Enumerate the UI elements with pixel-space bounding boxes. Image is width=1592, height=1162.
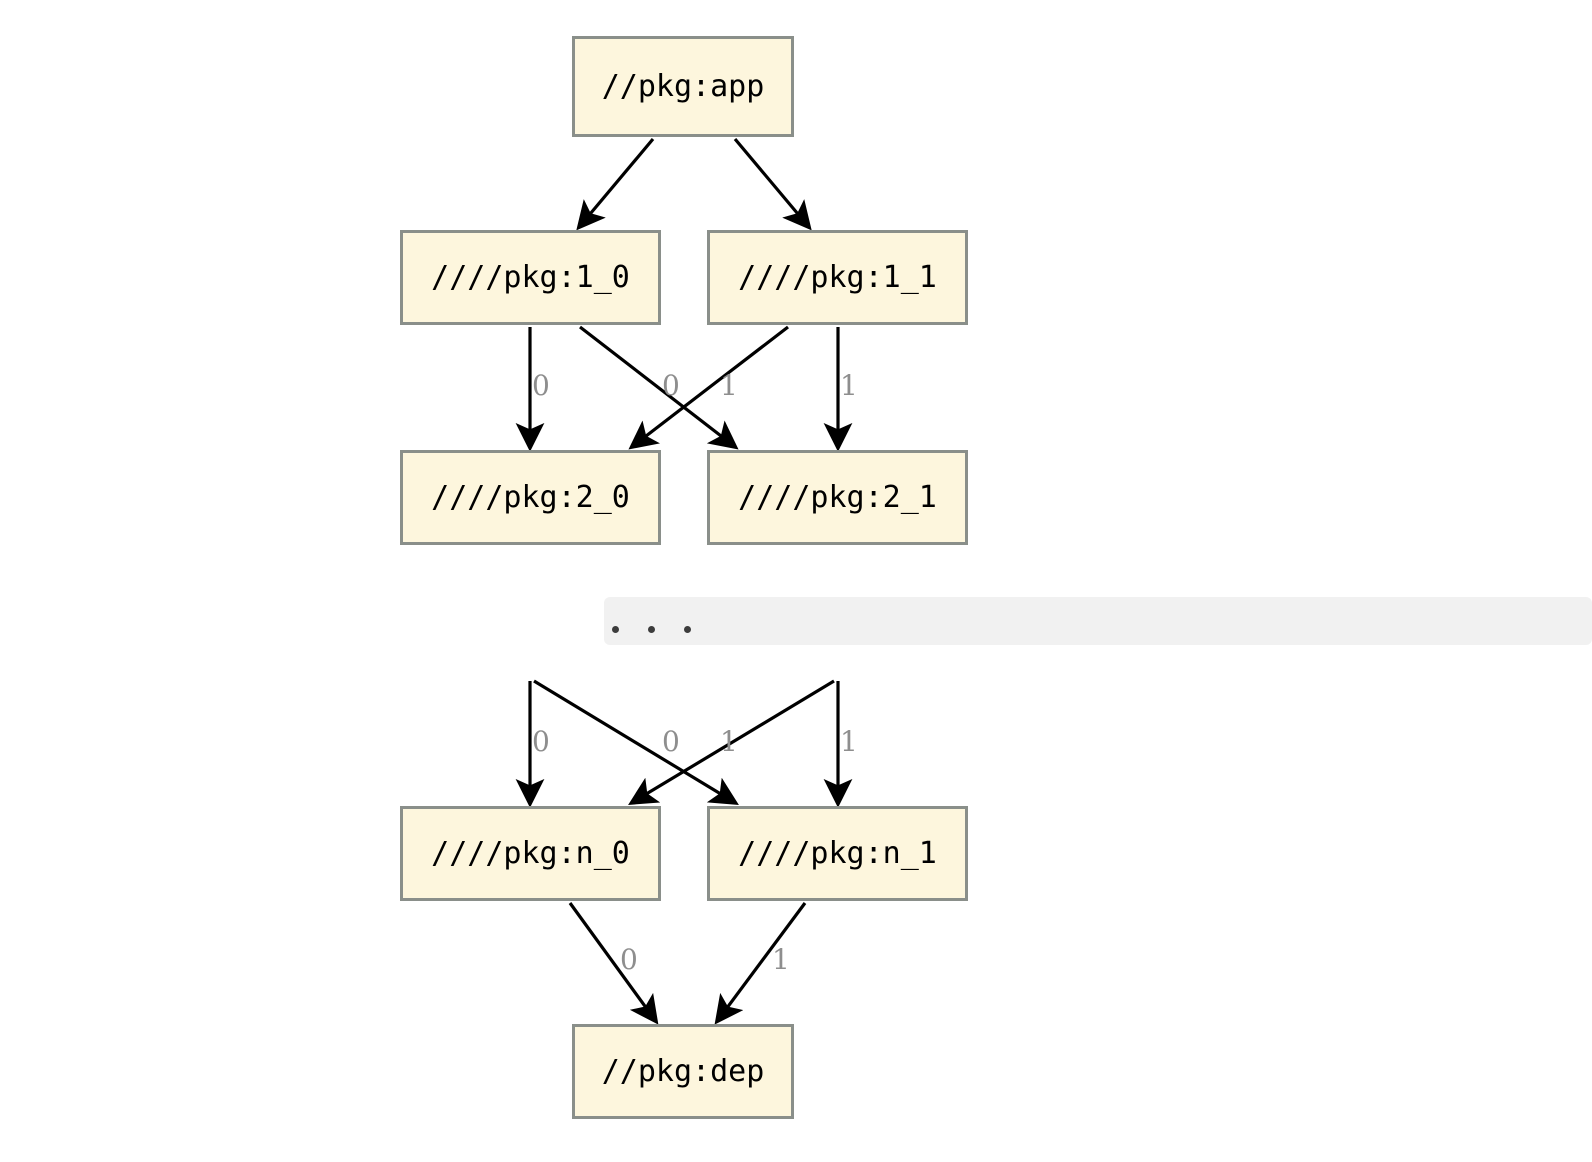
graph-node-label: ////pkg:n_1 — [738, 835, 937, 871]
graph-edge-label-hidden-to-n_0: 0 — [532, 725, 550, 758]
graph-node-label: ////pkg:1_0 — [431, 259, 630, 295]
graph-edge-app-to-1_1 — [733, 137, 812, 231]
graph-node-label: ////pkg:1_1 — [738, 259, 937, 295]
ellipsis-truncation-band — [604, 597, 1592, 645]
graph-node-l1_0[interactable]: ////pkg:1_0 — [400, 230, 661, 325]
graph-node-label: ////pkg:2_1 — [738, 479, 937, 515]
graph-node-dep[interactable]: //pkg:dep — [572, 1024, 794, 1119]
graph-edge-app-to-1_0 — [576, 137, 655, 231]
graph-edge-label-1_0-to-2_1: 0 — [662, 369, 680, 402]
ellipsis-dot — [612, 626, 619, 633]
graph-edge-1_1-to-2_0 — [628, 325, 789, 450]
graph-node-app[interactable]: //pkg:app — [572, 36, 794, 137]
graph-node-label: ////pkg:n_0 — [431, 835, 630, 871]
graph-node-ln_0[interactable]: ////pkg:n_0 — [400, 806, 661, 901]
ellipsis-dot — [648, 626, 655, 633]
ellipsis-dot — [684, 626, 691, 633]
graph-node-l2_0[interactable]: ////pkg:2_0 — [400, 450, 661, 545]
graph-edge-1_0-to-2_1 — [579, 325, 739, 450]
graph-edge-hidden-to-n_1 — [533, 679, 739, 805]
graph-node-l2_1[interactable]: ////pkg:2_1 — [707, 450, 968, 545]
graph-edge-label-hidden2-to-n_0: 1 — [720, 725, 738, 758]
graph-edge-n_0-to-dep — [568, 902, 659, 1025]
graph-edge-label-n_1-to-dep: 1 — [772, 943, 790, 976]
graph-node-label: //pkg:dep — [601, 1053, 765, 1089]
graph-edge-n_1-to-dep — [714, 902, 807, 1025]
graph-edge-label-1_1-to-2_0: 1 — [720, 369, 738, 402]
graph-node-l1_1[interactable]: ////pkg:1_1 — [707, 230, 968, 325]
graph-node-label: //pkg:app — [601, 68, 765, 104]
graph-edge-label-hidden-to-n_1: 0 — [662, 725, 680, 758]
graph-node-ln_1[interactable]: ////pkg:n_1 — [707, 806, 968, 901]
graph-edge-label-n_0-to-dep: 0 — [620, 943, 638, 976]
graph-edge-label-hidden2-to-n_1: 1 — [840, 725, 858, 758]
graph-edge-hidden2-to-n_0 — [628, 679, 835, 805]
graph-node-label: ////pkg:2_0 — [431, 479, 630, 515]
graph-edge-label-1_0-to-2_0: 0 — [532, 369, 550, 402]
graph-edge-label-1_1-to-2_1: 1 — [840, 369, 858, 402]
